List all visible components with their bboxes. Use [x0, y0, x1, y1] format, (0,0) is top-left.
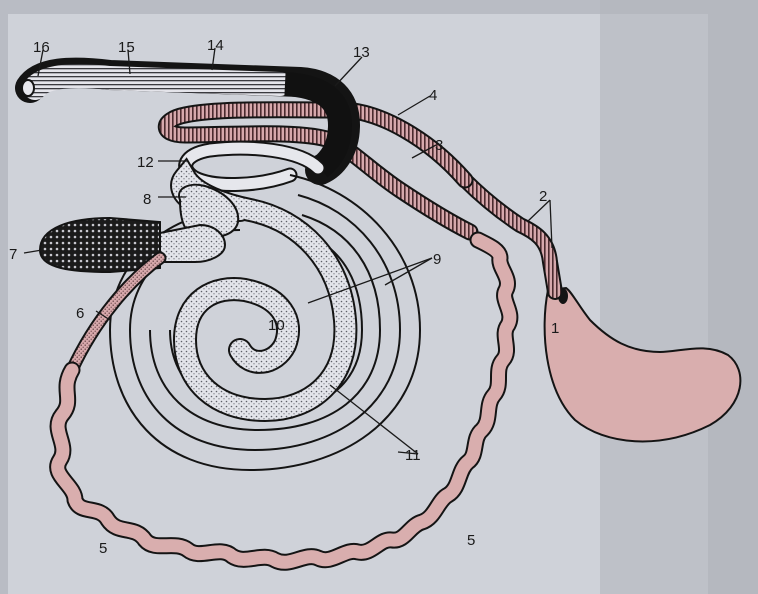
label-7: 7	[9, 246, 17, 263]
label-9: 9	[433, 251, 441, 268]
label-11: 11	[405, 447, 421, 464]
caecum-7	[40, 218, 160, 272]
label-1: 1	[551, 320, 559, 337]
label-3: 3	[435, 137, 443, 154]
anus-opening	[22, 80, 34, 96]
label-14: 14	[207, 37, 224, 54]
label-8: 8	[143, 191, 151, 208]
label-12: 12	[137, 154, 154, 171]
label-6: 6	[76, 305, 84, 322]
label-13: 13	[353, 44, 370, 61]
label-16: 16	[33, 39, 50, 56]
label-15: 15	[118, 39, 135, 56]
label-10: 10	[268, 317, 285, 334]
label-4: 4	[429, 87, 437, 104]
rectum-striped-part	[35, 76, 280, 88]
label-5-right: 5	[467, 532, 475, 549]
page-shade-right	[600, 0, 758, 594]
label-5-left: 5	[99, 540, 107, 557]
label-2: 2	[539, 188, 547, 205]
